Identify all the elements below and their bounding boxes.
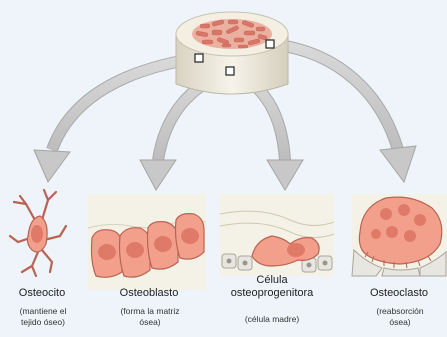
osteoprogenitor-description: (célula madre) (226, 314, 318, 325)
osteoprogenitor-name: Célula osteoprogenitora (222, 274, 322, 300)
osteoclast-description: (reabsorción ósea) (366, 306, 434, 328)
osteocyte-illustration (10, 190, 66, 276)
osteoclast-name: Osteoclasto (354, 287, 444, 300)
bone-section (176, 12, 288, 94)
osteoprogenitor-illustration (220, 194, 334, 276)
osteocyte-name: Osteocito (2, 287, 82, 300)
osteoclast-illustration (352, 194, 447, 276)
osteoblast-description: (forma la matriz ósea) (110, 306, 190, 328)
osteoblast-illustration (88, 194, 206, 290)
osteocyte-description: (mantiene el tejido óseo) (10, 306, 76, 328)
osteoblast-name: Osteoblasto (106, 287, 192, 300)
